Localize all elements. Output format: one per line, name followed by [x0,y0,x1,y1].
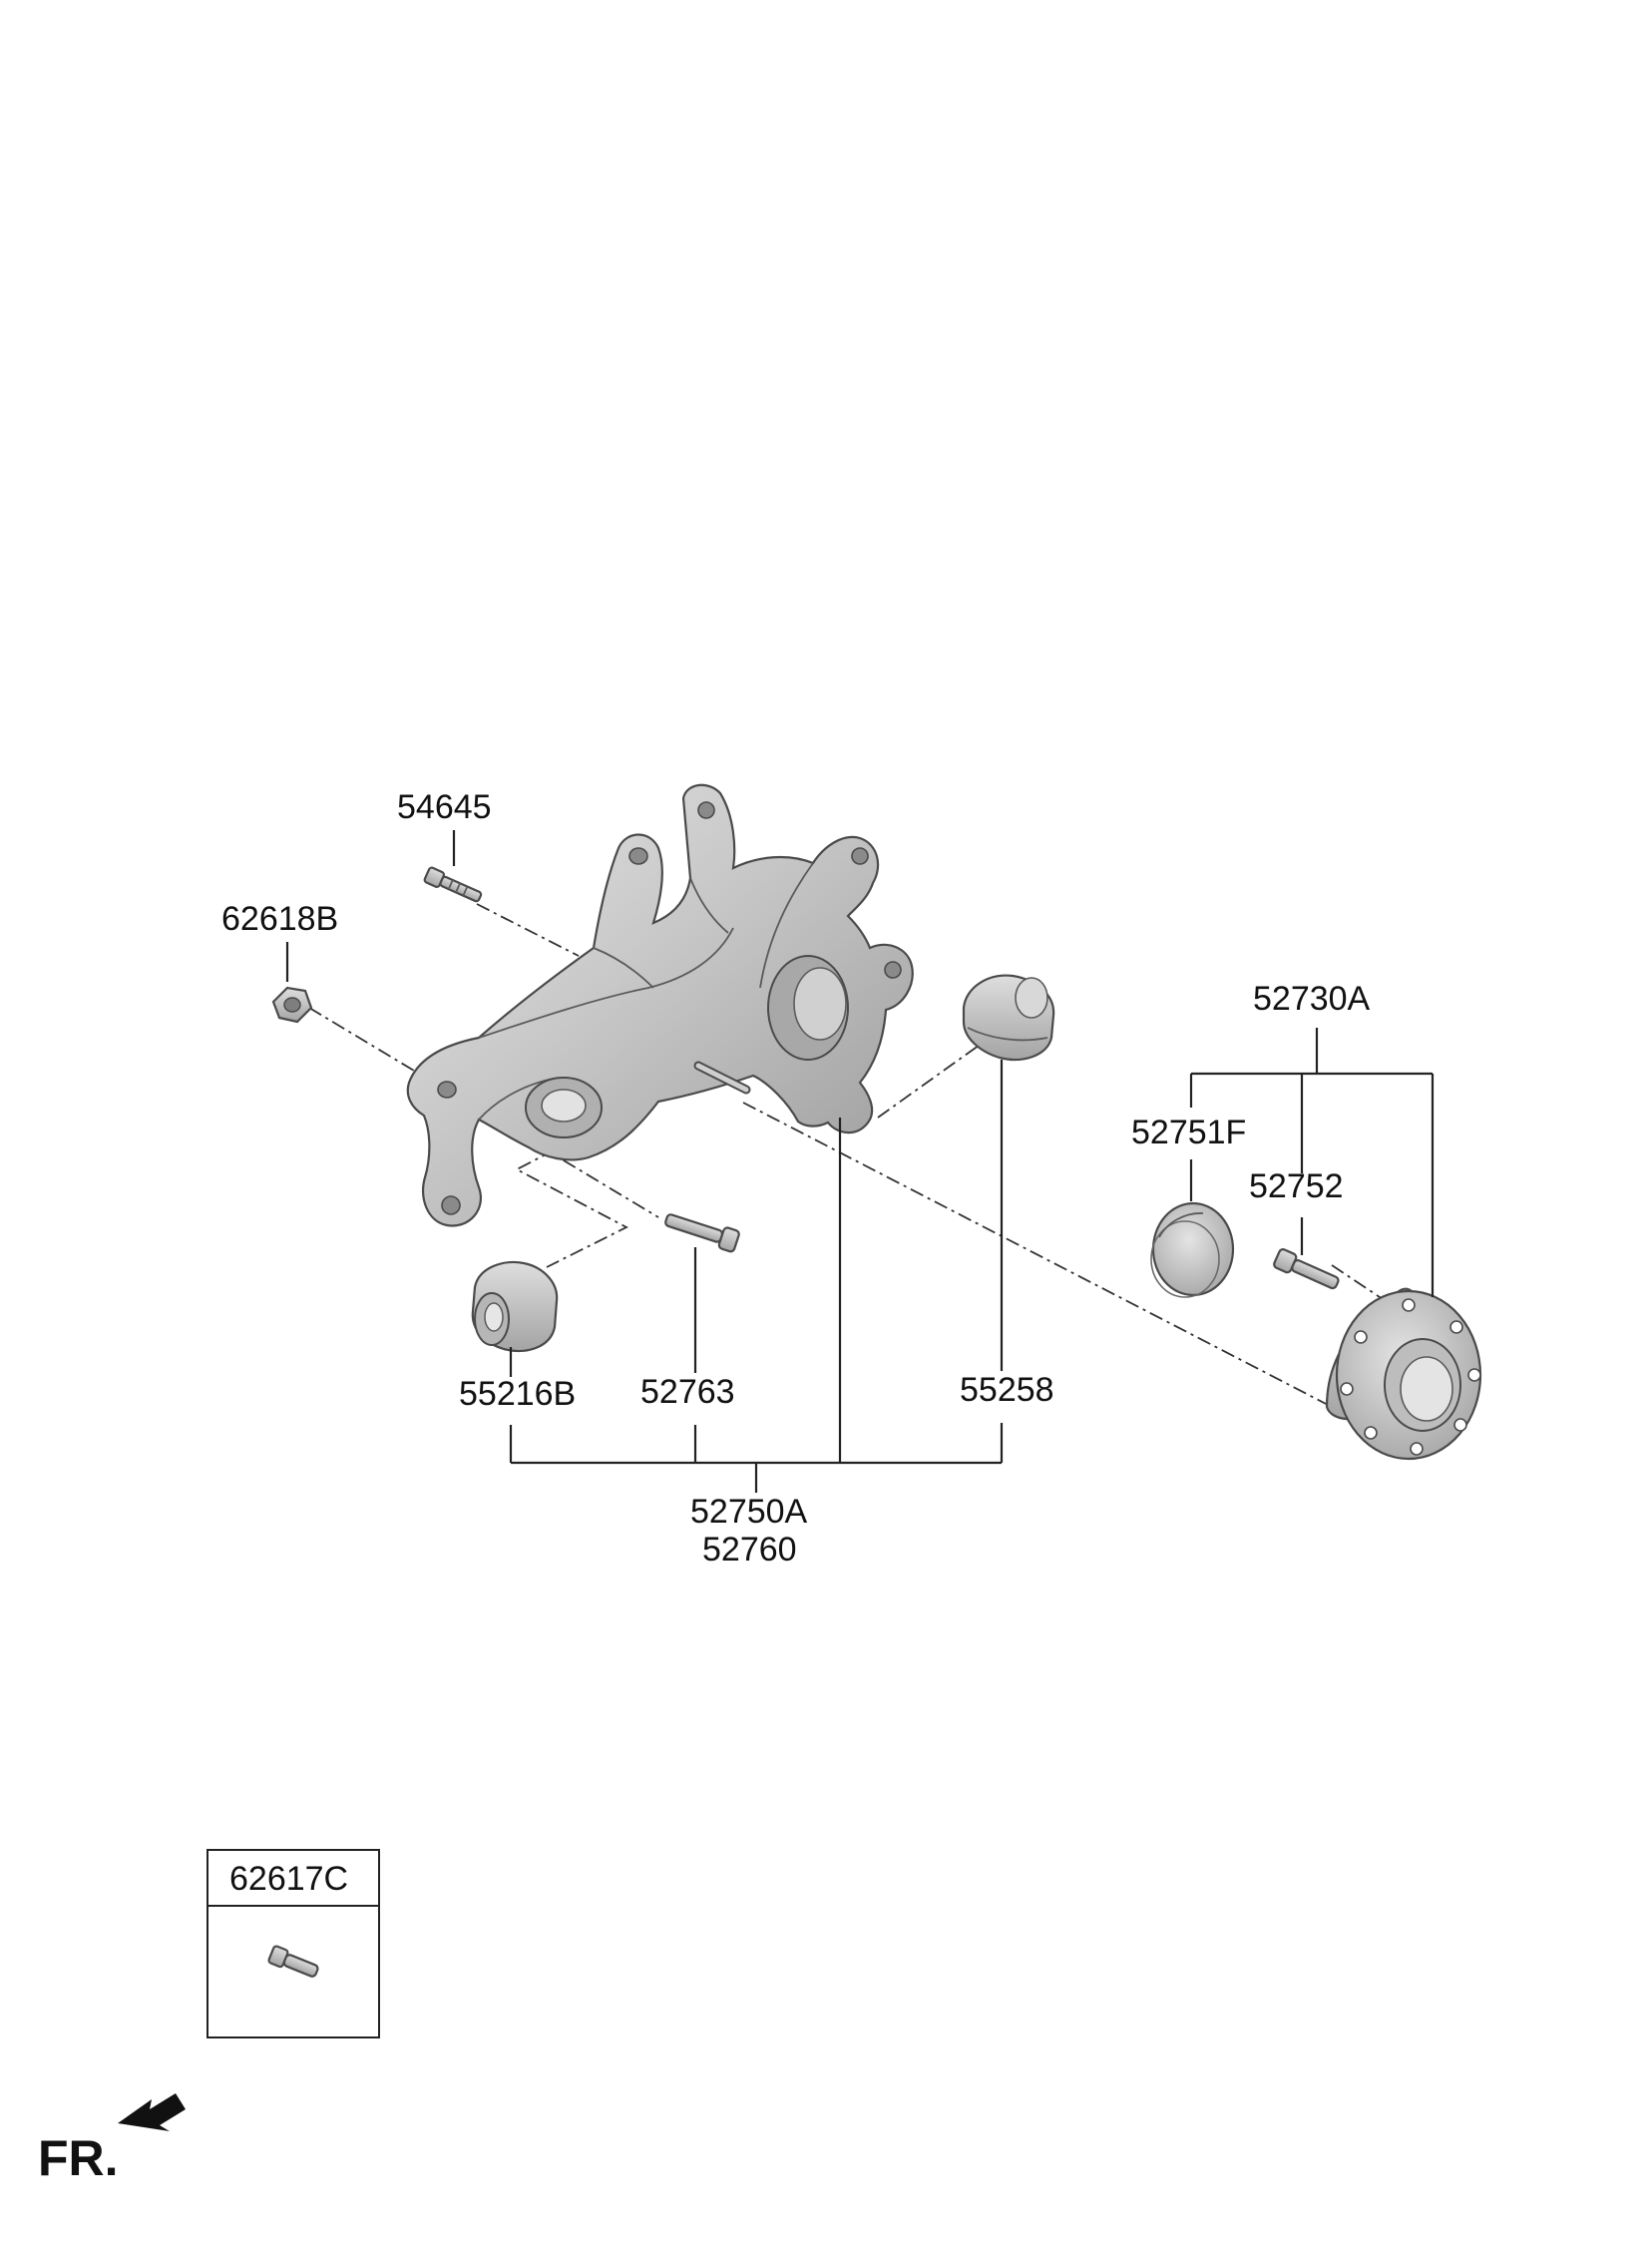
wheel-bolt-52752 [1273,1248,1340,1290]
label-52750A: 52750A [690,1493,808,1531]
label-52760: 52760 [702,1531,797,1569]
inset-box-62617C: 62617C [206,1849,380,2038]
label-54645: 54645 [397,788,492,826]
label-55258: 55258 [960,1371,1054,1409]
cap-52751F [1150,1201,1235,1298]
label-55216B: 55216B [459,1375,576,1413]
bushing-55216B [471,1261,559,1353]
front-label: FR. [38,2130,119,2186]
leader-lines [285,830,1435,1493]
nut-62618B [271,986,313,1024]
knuckle-housing [406,783,914,1227]
label-62617C: 62617C [229,1860,348,1898]
bushing-55258 [962,974,1055,1062]
front-direction-indicator: FR. [38,2093,186,2186]
label-52730A: 52730A [1253,980,1371,1018]
hub-bearing-52730A [1325,1287,1482,1461]
bolt-54645 [423,866,483,903]
part-labels: 54645 62618B 52730A 52751F 52752 55216B … [221,788,1371,1569]
front-arrow-icon [118,2093,186,2131]
bolt-52763 [664,1213,740,1253]
label-52763: 52763 [640,1373,735,1411]
label-52752: 52752 [1249,1167,1344,1205]
bolt-62617C [267,1945,319,1978]
label-52751F: 52751F [1131,1114,1246,1151]
label-62618B: 62618B [221,900,338,938]
